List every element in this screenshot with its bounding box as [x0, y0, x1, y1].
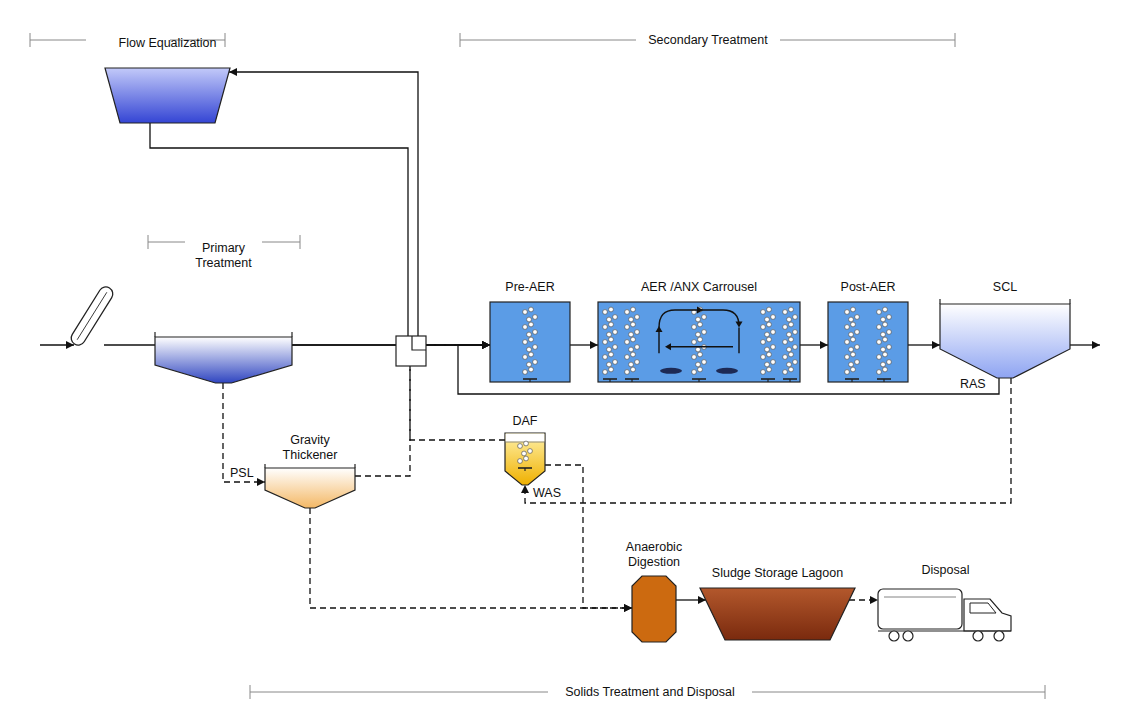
inlet-arrow [40, 344, 74, 345]
outlet-arrow [1070, 344, 1100, 345]
flow-line [150, 123, 490, 345]
sludge-line [849, 599, 878, 600]
flow-label: RAS [958, 377, 988, 392]
primary-clarifier-shape [155, 335, 292, 383]
node-label: Post-AER [841, 280, 896, 296]
flow-line [800, 344, 828, 345]
node-label: SCL [993, 280, 1017, 296]
carrousel-tank-shape [598, 302, 800, 382]
node-label: DAF [513, 414, 538, 430]
node-label: AER /ANX Carrousel [641, 280, 757, 296]
node-label: Sludge Storage Lagoon [712, 566, 843, 582]
disposal-truck: Disposal [878, 585, 1013, 643]
daf-unit-shape [505, 433, 545, 485]
sludge-lagoon-shape [700, 588, 855, 640]
section-bracket [250, 685, 1045, 699]
flow-label: WAS [531, 486, 563, 501]
section-bracket [460, 33, 955, 47]
node-label: Gravity Thickener [270, 433, 350, 464]
aeration-tank: Post-AER [828, 302, 908, 382]
flow-line [570, 344, 598, 345]
flow-line [908, 344, 940, 345]
flow-label: PSL [228, 466, 256, 481]
bar-screen [69, 284, 116, 347]
node-label: Anaerobic Digestion [609, 540, 699, 571]
sludge-lagoon: Sludge Storage Lagoon [700, 588, 855, 640]
secondary-clarifier-shape [940, 302, 1070, 378]
sludge-line [223, 383, 265, 482]
aeration-tank: Pre-AER [490, 302, 570, 382]
inlet-line [104, 344, 155, 345]
sludge-line [310, 508, 632, 608]
aeration-tank-shape [828, 302, 908, 382]
gravity-thickener: Gravity Thickener [265, 468, 355, 508]
carrousel-tank: AER /ANX Carrousel [598, 302, 800, 382]
equalization-basin: Flow Equalization [105, 68, 230, 123]
node-label: Flow Equalization [118, 36, 218, 52]
digester-shape [632, 576, 676, 642]
secondary-clarifier: SCL [940, 302, 1070, 378]
sludge-line [525, 378, 1011, 503]
splitter-box [396, 336, 426, 366]
node-label: Primary Treatment [174, 241, 274, 272]
gravity-thickener-shape [265, 468, 355, 508]
digester: Anaerobic Digestion [632, 576, 676, 642]
section-label: Solids Treatment and Disposal [561, 685, 739, 700]
equalization-basin-shape [105, 68, 230, 123]
flow-line [676, 599, 706, 600]
primary-clarifier: Primary Treatment [155, 335, 292, 383]
aeration-tank-shape [490, 302, 570, 382]
flow-line [229, 72, 418, 345]
section-label: Secondary Treatment [644, 33, 772, 48]
node-label: Pre-AER [505, 280, 554, 296]
node-label: Disposal [922, 563, 970, 579]
daf-unit: DAF [505, 433, 545, 485]
disposal-truck-shape [878, 585, 1013, 643]
